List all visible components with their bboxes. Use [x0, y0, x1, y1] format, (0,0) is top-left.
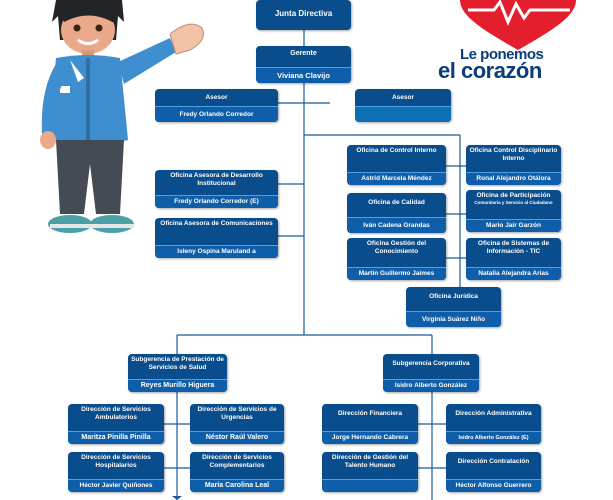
box-title: Junta Directiva	[274, 9, 333, 18]
box-name: Isidro Alberto González	[383, 379, 479, 392]
box-name: Ronal Alejandro Otálora	[466, 172, 561, 185]
box-name: Mario Jair Garzón	[466, 219, 561, 232]
box-name: Néstor Raúl Valero	[190, 431, 284, 444]
box-name: Héctor Alfonso Guerrero	[446, 479, 541, 492]
box-title: Oficina de Calidad	[368, 199, 425, 206]
box-name: Martin Guillermo Jaimes	[347, 267, 446, 280]
box-name	[322, 479, 418, 492]
talento-humano-box: Dirección de Gestión del Talento Humano	[322, 452, 418, 492]
subgerencia-salud-box: Subgerencia de Prestación de Servicios d…	[128, 354, 227, 392]
box-title: Asesor	[391, 94, 415, 101]
asesor-right-box: Asesor	[355, 89, 451, 122]
junta-directiva-box: Junta Directiva	[256, 0, 351, 30]
servicios-ambulatorios-box: Dirección de Servicios Ambulatorios Mari…	[68, 404, 164, 444]
direccion-financiera-box: Dirección Financiera Jorge Hernando Cabr…	[322, 404, 418, 444]
box-title: Oficina de Control Interno	[356, 147, 437, 154]
box-title: Oficina Asesora de Comunicaciones	[160, 220, 273, 227]
comunicaciones-box: Oficina Asesora de Comunicaciones Isleny…	[155, 218, 278, 258]
box-title: Oficina de Sistemas de Información - TIC	[477, 240, 550, 255]
calidad-box: Oficina de Calidad Iván Cadena Grandas	[347, 193, 446, 233]
box-title: Gerente	[290, 50, 317, 57]
box-title: Oficina Jurídica	[429, 293, 478, 300]
box-name: Maritza Pinilla Pinilla	[68, 431, 164, 444]
box-name: Natalia Alejandra Arias	[466, 267, 561, 280]
box-title: Dirección de Servicios Ambulatorios	[81, 406, 151, 421]
mascot-illustration	[40, 0, 204, 233]
box-title: Subgerencia Corporativa	[392, 360, 470, 367]
box-title: Dirección Administrativa	[455, 410, 532, 417]
box-name: Isleny Ospina Maruland a	[155, 245, 278, 258]
box-name: Reyes Murillo Higuera	[128, 379, 227, 392]
control-disciplinario-box: Oficina Control Disciplinario Interno Ro…	[466, 145, 561, 185]
servicios-urgencias-box: Dirección de Servicios de Urgencias Nést…	[190, 404, 284, 444]
gestion-conocimiento-box: Oficina Gestión del Conocimiento Martin …	[347, 238, 446, 280]
box-name: Fredy Orlando Corredor	[155, 106, 278, 122]
logo-line2: el corazón	[438, 58, 542, 83]
control-interno-box: Oficina de Control Interno Astrid Marcel…	[347, 145, 446, 185]
box-title: Oficina Asesora de Desarrollo Institucio…	[170, 172, 263, 187]
box-title: Dirección de Servicios de Urgencias	[197, 406, 277, 421]
participacion-box: Oficina de Participación Comunitaria y S…	[466, 190, 561, 232]
box-name: Jorge Hernando Cabrera	[322, 431, 418, 444]
servicios-hospitalarios-box: Dirección de Servicios Hospitalarios Héc…	[68, 452, 164, 492]
sistemas-tic-box: Oficina de Sistemas de Información - TIC…	[466, 238, 561, 280]
box-name	[355, 106, 451, 122]
box-name: María Carolina Leal	[190, 479, 284, 492]
box-name: Virginia Suárez Niño	[406, 311, 501, 327]
direccion-administrativa-box: Dirección Administrativa Isidro Alberto …	[446, 404, 541, 444]
box-name: Fredy Orlando Corredor (E)	[155, 195, 278, 208]
servicios-complementarios-box: Dirección de Servicios Complementarios M…	[190, 452, 284, 492]
brand-logo: Le ponemos el corazón	[438, 0, 598, 90]
box-title: Dirección Contratación	[457, 458, 530, 465]
box-subtitle: Comunitaria y Servicio al Ciudadano	[474, 199, 553, 205]
box-title: Oficina Control Disciplinario Interno	[469, 147, 558, 162]
gerente-box: Gerente Viviana Clavijo	[256, 46, 351, 83]
box-title: Oficina de Participación	[476, 192, 551, 199]
desarrollo-institucional-box: Oficina Asesora de Desarrollo Institucio…	[155, 170, 278, 208]
box-name: Iván Cadena Grandas	[347, 217, 446, 233]
box-name: Viviana Clavijo	[256, 67, 351, 83]
heart-icon	[460, 0, 576, 50]
box-title: Dirección de Gestión del Talento Humano	[331, 454, 409, 469]
box-title: Dirección de Servicios Complementarios	[202, 454, 272, 469]
asesor-left-box: Asesor Fredy Orlando Corredor	[155, 89, 278, 122]
box-title: Oficina Gestión del Conocimiento	[366, 240, 427, 255]
box-name: Héctor Javier Quiñones	[68, 479, 164, 492]
box-title: Subgerencia de Prestación de Servicios d…	[131, 356, 224, 371]
box-title: Dirección Financiera	[338, 410, 402, 417]
subgerencia-corporativa-box: Subgerencia Corporativa Isidro Alberto G…	[383, 354, 479, 392]
box-title: Dirección de Servicios Hospitalarios	[81, 454, 151, 469]
box-title: Asesor	[205, 94, 228, 101]
box-name: Astrid Marcela Méndez	[347, 172, 446, 185]
direccion-contratacion-box: Dirección Contratación Héctor Alfonso Gu…	[446, 452, 541, 492]
box-name: Isidro Alberto González (E)	[446, 431, 541, 444]
logo-line1: Le ponemos	[460, 46, 544, 63]
juridica-box: Oficina Jurídica Virginia Suárez Niño	[406, 287, 501, 327]
